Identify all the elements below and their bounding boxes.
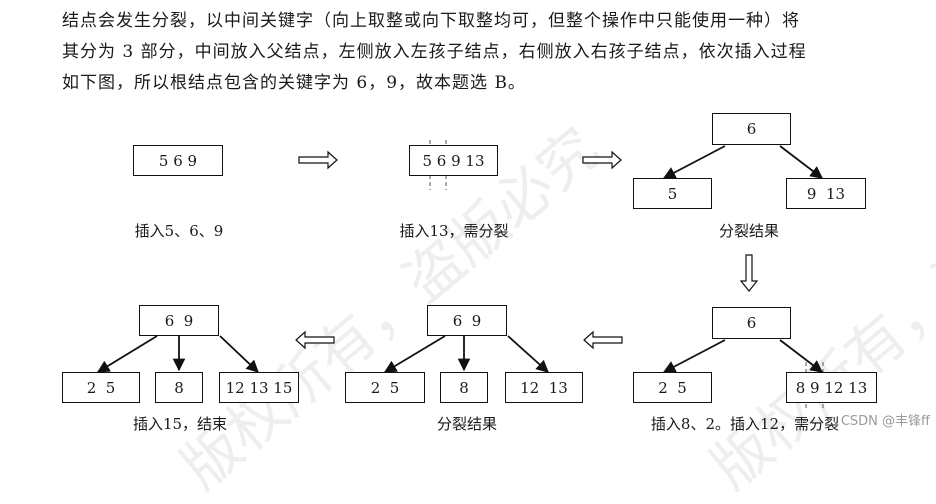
- node-step1: 5 6 9: [133, 145, 223, 176]
- csdn-credit: CSDN @丰锋ff: [840, 414, 930, 429]
- left-child-step5: 2 5: [345, 372, 425, 403]
- right-child-step3: 9 13: [786, 178, 866, 209]
- edge-s4-left: [662, 339, 726, 373]
- arrow-left-1: [583, 330, 623, 350]
- root-step4: 6: [712, 307, 791, 339]
- paragraph-line-3: 如下图，所以根结点包含的关键字为 6，9，故本题选 B。: [62, 73, 526, 93]
- node-step2: 5 6 9 13: [409, 145, 498, 176]
- edge-s3-left: [662, 145, 726, 179]
- root-step6: 6 9: [139, 305, 219, 336]
- mid-child-step6: 8: [155, 372, 203, 403]
- edge-s3-right: [779, 145, 824, 179]
- caption-step5: 分裂结果: [436, 415, 498, 433]
- paragraph-line-2: 其分为 3 部分，中间放入父结点，左侧放入左孩子结点，右侧放入右孩子结点，依次插…: [62, 42, 807, 62]
- explanation-paragraph: 结点会发生分裂，以中间关键字（向上取整或向下取整均可，但整个操作中只能使用一种）…: [62, 6, 922, 99]
- arrow-right-2: [582, 150, 622, 170]
- right-child-step4: 8 9 12 13: [786, 372, 877, 403]
- caption-step4: 插入8、2。插入12，需分裂: [650, 415, 840, 433]
- left-child-step6: 2 5: [62, 372, 140, 403]
- edge-s6-right: [219, 335, 259, 373]
- caption-step3: 分裂结果: [718, 222, 780, 240]
- root-step5: 6 9: [427, 305, 507, 336]
- edge-s5-right: [507, 335, 549, 373]
- arrow-right-1: [298, 150, 338, 170]
- edge-s5-left: [383, 335, 446, 373]
- paragraph-line-1: 结点会发生分裂，以中间关键字（向上取整或向下取整均可，但整个操作中只能使用一种）…: [62, 11, 800, 31]
- caption-step1: 插入5、6、9: [134, 222, 224, 240]
- right-child-step6: 12 13 15: [219, 372, 299, 403]
- edge-s6-left: [96, 335, 158, 373]
- root-step3: 6: [712, 113, 791, 145]
- edge-s4-right: [779, 339, 824, 373]
- left-child-step3: 5: [633, 178, 712, 209]
- right-child-step5: 12 13: [505, 372, 583, 403]
- caption-step6: 插入15，结束: [132, 415, 228, 433]
- arrow-down: [739, 254, 759, 292]
- caption-step2: 插入13，需分裂: [399, 222, 509, 240]
- mid-child-step5: 8: [440, 372, 488, 403]
- arrow-left-2: [295, 330, 335, 350]
- left-child-step4: 2 5: [633, 372, 712, 403]
